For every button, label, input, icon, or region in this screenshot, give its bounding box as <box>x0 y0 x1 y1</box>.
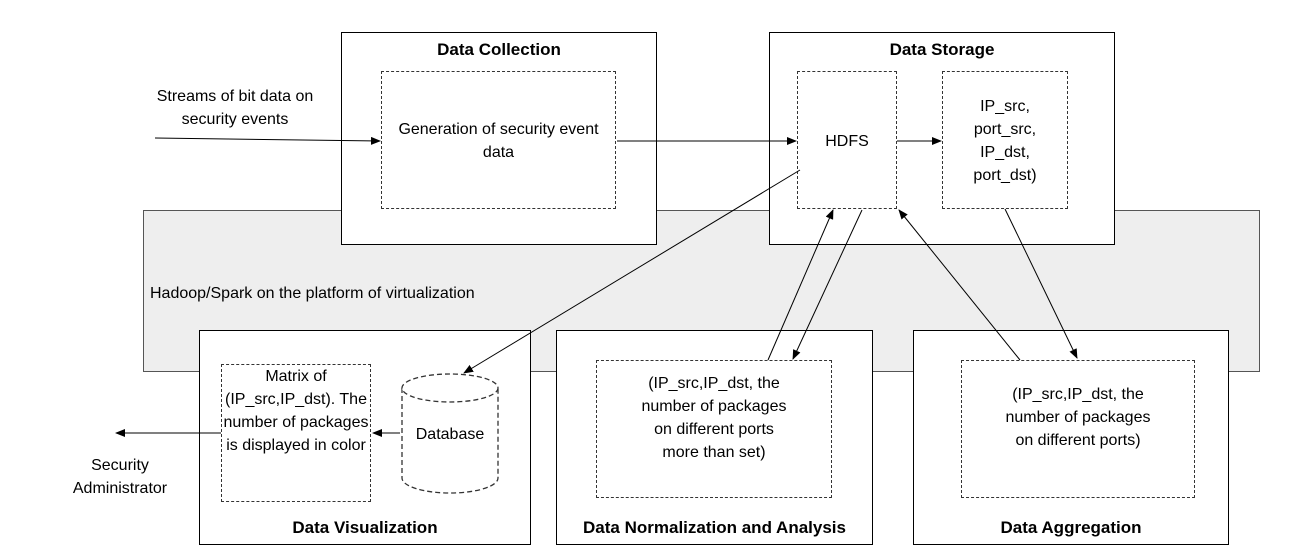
data-visualization-title: Data Visualization <box>292 518 438 537</box>
hdfs-box <box>797 71 897 209</box>
security-administrator-label: Security Administrator <box>72 457 168 497</box>
database-cylinder-icon <box>401 373 499 494</box>
input-stream-label: Streams of bit data on security events <box>156 88 314 128</box>
data-collection-title: Data Collection <box>437 40 561 59</box>
matrix-text: Matrix of (IP_src,IP_dst). The number of… <box>223 368 369 454</box>
matrix-box <box>221 364 371 502</box>
platform-label: Hadoop/Spark on the platform of virtuali… <box>150 285 475 302</box>
aggregation-inner-box <box>961 360 1195 498</box>
data-normalization-title: Data Normalization and Analysis <box>583 518 846 537</box>
storage-fields-box <box>942 71 1068 209</box>
aggregation-inner-text: (IP_src,IP_dst, the number of packages o… <box>1005 386 1151 449</box>
normalization-inner-text: (IP_src,IP_dst, the number of packages o… <box>641 375 787 461</box>
hdfs-label: HDFS <box>825 133 869 150</box>
security-event-generation-text: Generation of security event data <box>398 121 599 161</box>
storage-fields-text: IP_src, port_src, IP_dst, port_dst) <box>973 98 1037 184</box>
database-label: Database <box>415 426 485 443</box>
data-storage-title: Data Storage <box>889 40 995 59</box>
data-aggregation-title: Data Aggregation <box>1000 518 1142 537</box>
